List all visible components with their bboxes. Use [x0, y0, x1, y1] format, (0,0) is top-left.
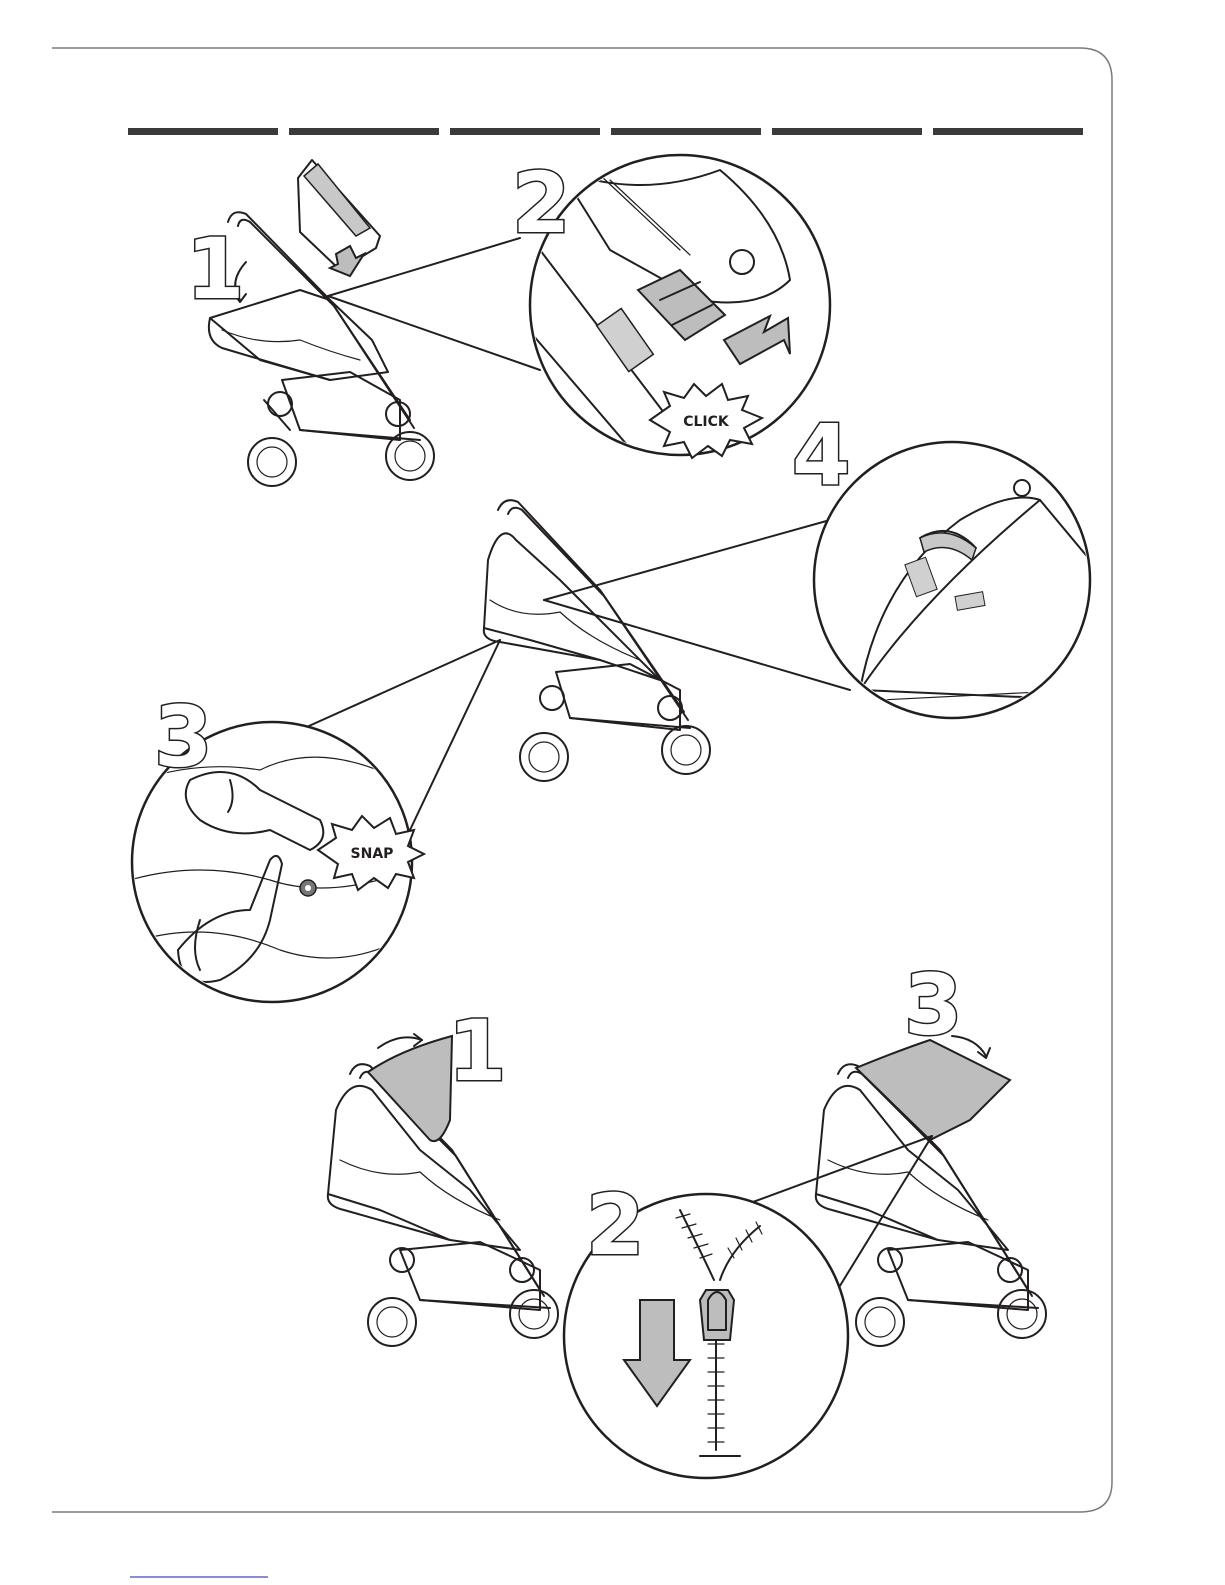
step-number: 2: [586, 1176, 644, 1274]
stroller-illustration-middle: [484, 500, 710, 781]
click-label: CLICK: [683, 414, 730, 430]
tab-bar-6: [933, 128, 1083, 135]
tab-bar-2: [289, 128, 439, 135]
step-number: 4: [792, 406, 850, 504]
step-number: 1: [448, 1002, 506, 1100]
stroller-illustration-top: [209, 160, 434, 486]
tab-bar-1: [128, 128, 278, 135]
step-number: 3: [154, 688, 212, 786]
tab-bar-4: [611, 128, 761, 135]
tab-bar-3: [450, 128, 600, 135]
stroller-illustration-bottom-right: [816, 1036, 1046, 1346]
stroller-illustration-bottom-left: [328, 1034, 558, 1346]
section-tab-bars: [128, 128, 1083, 135]
snap-label: SNAP: [351, 846, 394, 862]
arrow-down-icon: [330, 246, 364, 276]
step-number: 1: [186, 220, 244, 318]
step-number: 2: [512, 154, 570, 252]
tab-bar-5: [772, 128, 922, 135]
zoom-detail-strap: [814, 442, 1090, 718]
zoom-connector-4: [544, 520, 850, 690]
curved-arrow-icon: [378, 1037, 422, 1048]
step-number: 3: [904, 956, 962, 1054]
